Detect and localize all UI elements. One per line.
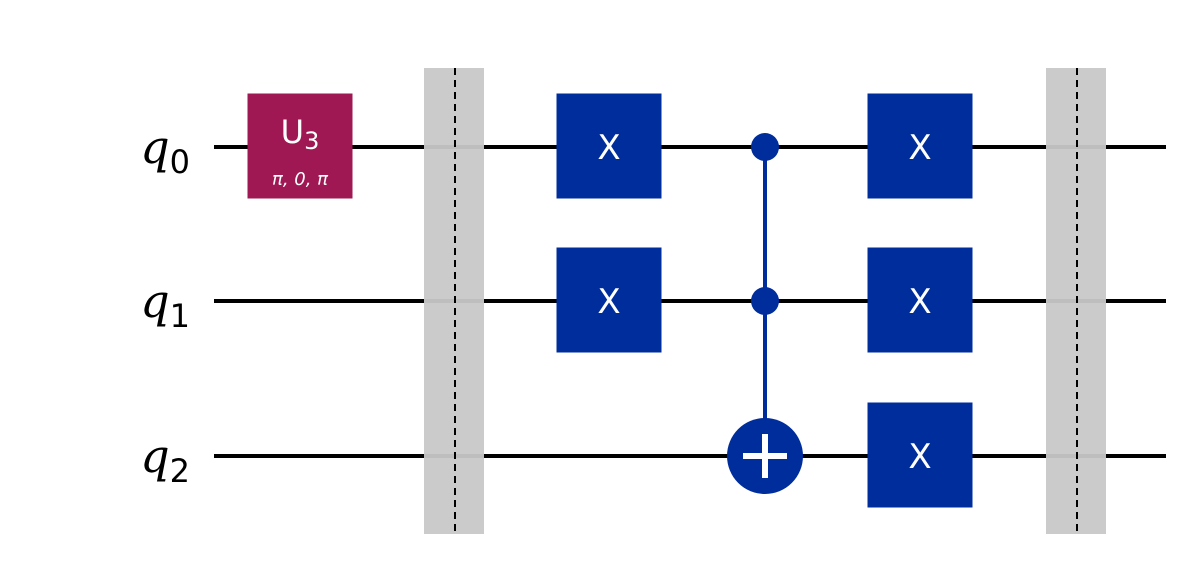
- toffoli-gate: [727, 133, 803, 494]
- gate-label-main: U: [281, 113, 304, 151]
- gate-box: [867, 402, 973, 508]
- u3-gate: U3 π, 0, π: [247, 93, 353, 199]
- barrier: [1046, 68, 1106, 534]
- qubit-label-0: q0: [140, 120, 190, 181]
- qubit-label-index: 2: [170, 452, 190, 490]
- x-gate: X: [556, 247, 662, 353]
- qubit-label-index: 0: [170, 143, 190, 181]
- gate-box: [556, 247, 662, 353]
- gate-box: [556, 93, 662, 199]
- gate-label: X: [908, 282, 931, 322]
- qubit-label-2: q2: [140, 429, 190, 490]
- control-dot: [751, 133, 779, 161]
- gate-label: U3: [281, 113, 320, 155]
- gate-label-sub: 3: [304, 127, 319, 155]
- qubit-label-index: 1: [170, 297, 190, 335]
- barrier: [424, 68, 484, 534]
- gate-label: X: [597, 282, 620, 322]
- control-dot: [751, 287, 779, 315]
- qubit-label-1: q1: [140, 274, 190, 335]
- gate-label: X: [908, 437, 931, 477]
- gates-layer: U3 π, 0, π X X X X X: [247, 68, 1106, 534]
- gate-label: X: [908, 128, 931, 168]
- qubit-label-name: q: [140, 120, 169, 174]
- x-gate: X: [867, 402, 973, 508]
- x-gate: X: [556, 93, 662, 199]
- wires-layer: [214, 145, 1166, 458]
- gate-params: π, 0, π: [272, 169, 329, 190]
- gate-label: X: [597, 128, 620, 168]
- gate-box: [867, 93, 973, 199]
- gate-box: [247, 93, 353, 199]
- qubit-label-name: q: [140, 274, 169, 328]
- gate-box: [867, 247, 973, 353]
- x-gate: X: [867, 93, 973, 199]
- x-gate: X: [867, 247, 973, 353]
- qubit-label-name: q: [140, 429, 169, 483]
